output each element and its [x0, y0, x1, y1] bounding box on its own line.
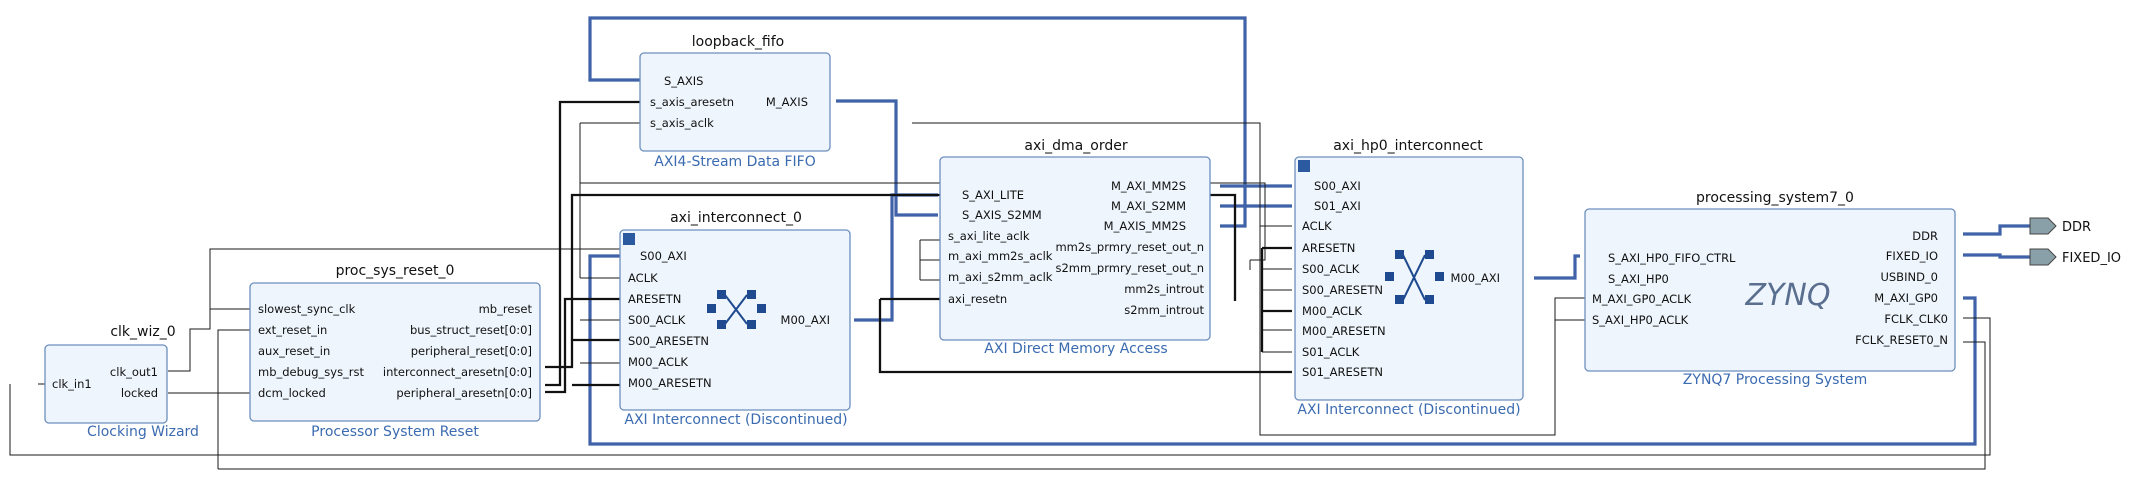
pin-axi-resetn: axi_resetn: [948, 292, 1007, 306]
block-loopback-fifo[interactable]: loopback_fifo S_AXIS s_axis_aresetn s_ax…: [639, 34, 831, 170]
pin-m-axi-gp0: M_AXI_GP0: [1874, 291, 1938, 305]
block-title: processing_system7_0: [1696, 190, 1854, 206]
port-label-ddr: DDR: [2062, 220, 2091, 235]
block-title: proc_sys_reset_0: [336, 263, 455, 279]
pin-m-axis: M_AXIS: [766, 95, 808, 109]
pin-s-axi-hp0-aclk: S_AXI_HP0_ACLK: [1592, 313, 1689, 327]
expand-icon[interactable]: [1298, 160, 1310, 172]
block-subtitle: Processor System Reset: [311, 424, 479, 440]
block-proc-sys-reset[interactable]: proc_sys_reset_0 slowest_sync_clk ext_re…: [249, 263, 541, 440]
bus-hp0-to-ps7: [1534, 254, 1580, 280]
pin-s00-aresetn: S00_ARESETN: [628, 334, 709, 348]
pin-m00-aclk: M00_ACLK: [1302, 304, 1362, 318]
pin-aresetn: ARESETN: [1302, 241, 1355, 255]
block-axi-dma[interactable]: axi_dma_order S_AXI_LITE S_AXIS_S2MM s_a…: [939, 138, 1211, 357]
external-port-fixed-io[interactable]: FIXED_IO: [2029, 248, 2121, 266]
pin-s00-aclk: S00_ACLK: [1302, 262, 1360, 276]
pin-mm2s-introut: mm2s_introut: [1124, 282, 1204, 296]
pin-m00-axi: M00_AXI: [781, 313, 830, 327]
pin-s01-aclk: S01_ACLK: [1302, 345, 1360, 359]
block-clk-wiz[interactable]: clk_wiz_0 clk_in1 clk_out1 locked Clocki…: [44, 324, 199, 440]
pin-s00-aresetn: S00_ARESETN: [1302, 283, 1383, 297]
pin-s-axis-aclk: s_axis_aclk: [650, 116, 714, 130]
pin-s-axis-aresetn: s_axis_aresetn: [650, 95, 734, 109]
block-axi-hp0-interconnect[interactable]: axi_hp0_interconnect S00_AXI S01_AXI ACL…: [1294, 138, 1524, 418]
pin-s-axi-hp0: S_AXI_HP0: [1608, 272, 1669, 286]
pin-m00-aresetn: M00_ARESETN: [1302, 324, 1386, 338]
pin-aresetn: ARESETN: [628, 292, 681, 306]
pin-locked: locked: [121, 386, 158, 400]
pin-mm2s-prmry-reset-out: mm2s_prmry_reset_out_n: [1055, 240, 1204, 254]
pin-m00-aresetn: M00_ARESETN: [628, 376, 712, 390]
bus-ddr: [1963, 224, 2030, 236]
pin-m-axi-s2mm-aclk: m_axi_s2mm_aclk: [948, 270, 1053, 284]
block-title: axi_interconnect_0: [670, 210, 802, 226]
crossbar-icon: [1385, 250, 1444, 304]
block-subtitle: Clocking Wizard: [87, 424, 199, 440]
wires: [9, 16, 2030, 470]
block-subtitle: AXI4-Stream Data FIFO: [654, 154, 816, 170]
bus-fixed-io: [1963, 253, 2030, 259]
pin-aux-reset-in: aux_reset_in: [258, 344, 330, 358]
bus-fifo-to-dma-s2mm: [836, 99, 938, 217]
block-subtitle: AXI Interconnect (Discontinued): [1297, 402, 1520, 418]
pin-s2mm-prmry-reset-out: s2mm_prmry_reset_out_n: [1055, 261, 1204, 275]
block-processing-system7[interactable]: processing_system7_0 S_AXI_HP0_FIFO_CTRL…: [1584, 190, 1956, 388]
block-subtitle: AXI Interconnect (Discontinued): [624, 412, 847, 428]
pin-m-axi-mm2s-aclk: m_axi_mm2s_aclk: [948, 249, 1053, 263]
block-subtitle: AXI Direct Memory Access: [984, 341, 1167, 357]
bus-dma-mm2s-to-fifo: [588, 16, 1247, 228]
pin-dcm-locked: dcm_locked: [258, 386, 326, 400]
block-subtitle: ZYNQ7 Processing System: [1683, 372, 1867, 388]
block-title: clk_wiz_0: [110, 324, 175, 340]
block-title: axi_dma_order: [1024, 138, 1127, 154]
pin-fclk-clk0: FCLK_CLK0: [1884, 312, 1948, 326]
port-label-fixed-io: FIXED_IO: [2062, 251, 2121, 266]
pin-m-axi-mm2s: M_AXI_MM2S: [1111, 179, 1186, 193]
pin-s01-axi: S01_AXI: [1314, 199, 1361, 213]
pin-s01-aresetn: S01_ARESETN: [1302, 365, 1383, 379]
pin-peripheral-aresetn: peripheral_aresetn[0:0]: [396, 386, 532, 400]
pin-fclk-reset0-n: FCLK_RESET0_N: [1855, 333, 1948, 347]
pin-s-axi-hp0-fifo-ctrl: S_AXI_HP0_FIFO_CTRL: [1608, 251, 1736, 265]
pin-aclk: ACLK: [1302, 219, 1332, 233]
pin-s-axi-lite-aclk: s_axi_lite_aclk: [948, 229, 1030, 243]
pin-s-axis-s2mm: S_AXIS_S2MM: [962, 208, 1042, 222]
block-axi-interconnect[interactable]: axi_interconnect_0 S00_AXI ACLK ARESETN …: [619, 210, 851, 428]
pin-m00-aclk: M00_ACLK: [628, 355, 688, 369]
pin-s00-aclk: S00_ACLK: [628, 313, 686, 327]
block-title: axi_hp0_interconnect: [1333, 138, 1483, 154]
pin-fixed-io: FIXED_IO: [1886, 249, 1938, 263]
pin-interconnect-aresetn: interconnect_aresetn[0:0]: [383, 365, 532, 379]
crossbar-icon: [707, 290, 766, 329]
pin-clk-out1: clk_out1: [110, 365, 158, 379]
pin-ext-reset-in: ext_reset_in: [258, 323, 327, 337]
block-title: loopback_fifo: [692, 34, 785, 50]
pin-m-axi-s2mm: M_AXI_S2MM: [1111, 199, 1186, 213]
pin-aclk: ACLK: [628, 271, 658, 285]
pin-peripheral-reset: peripheral_reset[0:0]: [411, 344, 532, 358]
zynq-logo: ZYNQ: [1745, 278, 1831, 313]
bus-ps7-gp0-to-ic: [588, 254, 1977, 446]
pin-s-axis: S_AXIS: [664, 74, 704, 88]
pin-mb-reset: mb_reset: [479, 302, 533, 316]
pin-m-axis-mm2s: M_AXIS_MM2S: [1104, 219, 1186, 233]
pin-usbind-0: USBIND_0: [1880, 270, 1938, 284]
pin-s-axi-lite: S_AXI_LITE: [962, 188, 1024, 202]
pin-slowest-sync-clk: slowest_sync_clk: [258, 302, 356, 316]
external-port-ddr[interactable]: DDR: [2029, 217, 2091, 235]
pin-clk-in1: clk_in1: [52, 377, 92, 391]
pin-m-axi-gp0-aclk: M_AXI_GP0_ACLK: [1592, 292, 1692, 306]
pin-bus-struct-reset: bus_struct_reset[0:0]: [410, 323, 532, 337]
expand-icon[interactable]: [623, 233, 635, 245]
pin-ddr: DDR: [1912, 229, 1938, 243]
pin-mb-debug-sys-rst: mb_debug_sys_rst: [258, 365, 365, 379]
pin-s2mm-introut: s2mm_introut: [1124, 303, 1204, 317]
pin-s00-axi: S00_AXI: [640, 249, 687, 263]
pin-m00-axi: M00_AXI: [1451, 271, 1500, 285]
pin-s00-axi: S00_AXI: [1314, 179, 1361, 193]
